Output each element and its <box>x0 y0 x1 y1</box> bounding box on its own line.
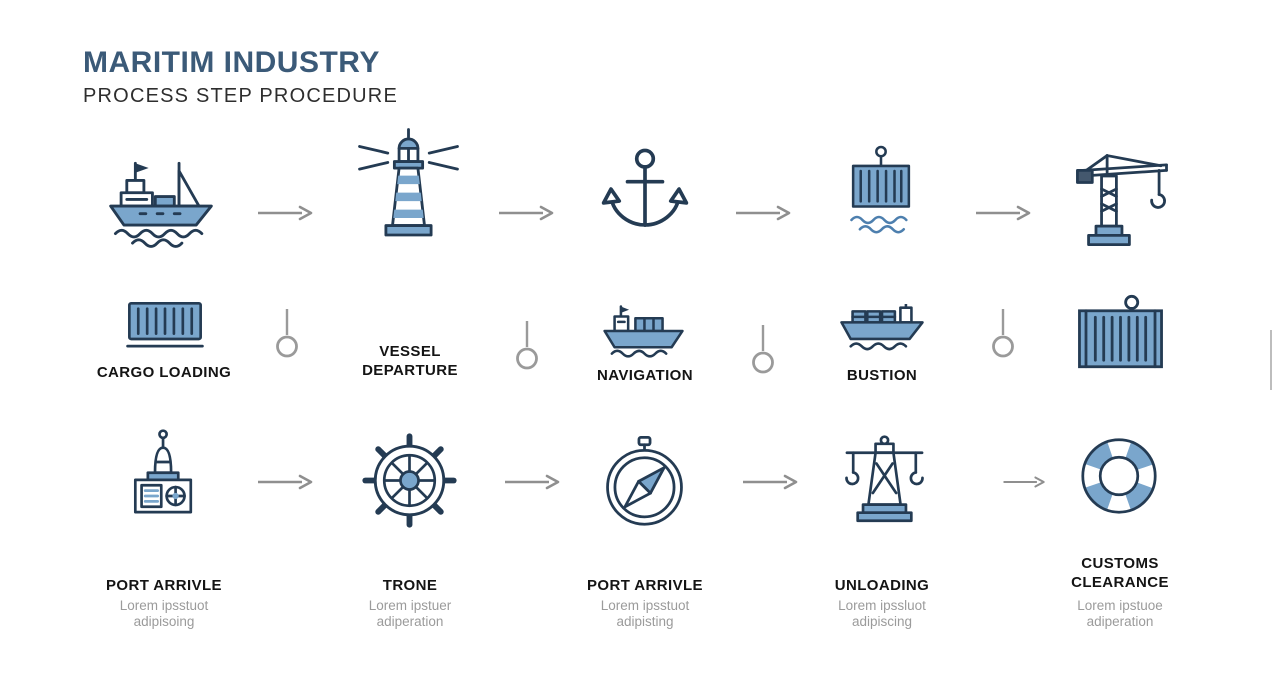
cargo-ship-icon <box>104 150 218 249</box>
step-label-trone: TRONE <box>382 577 438 594</box>
desc-line: adipiscing <box>851 614 913 630</box>
header: MARITIM INDUSTRY PROCESS STEP PROCEDURE <box>83 46 398 108</box>
desc-line: Lorem ipssluot <box>838 598 926 613</box>
connector-pin-icon <box>515 320 539 372</box>
ship-wheel-icon <box>359 430 460 531</box>
crane-container-icon <box>1072 294 1169 384</box>
flow-arrow-icon <box>741 473 799 491</box>
compass-icon <box>602 430 687 530</box>
desc-line: adiperation <box>376 614 444 630</box>
flow-arrow-icon <box>497 204 555 222</box>
anchor-icon <box>599 144 691 247</box>
cargo-hoist-icon <box>838 434 931 532</box>
step-label-bustion: BUSTION <box>846 367 918 384</box>
step-description: Lorem ipstuer adiperation <box>330 598 490 630</box>
step-description: Lorem ipssluot adipiscing <box>802 598 962 630</box>
step-label-cargo-loading: CARGO LOADING <box>96 364 232 381</box>
connector-pin-icon <box>991 308 1015 360</box>
desc-line: adipisting <box>616 614 674 630</box>
step-label-unloading: UNLOADING <box>834 577 930 594</box>
cropped-connector-artifact <box>1270 330 1272 390</box>
connector-pin-icon <box>751 324 775 376</box>
flow-arrow-icon <box>256 473 314 491</box>
step-description: Lorem ipsstuot adipisting <box>565 598 725 630</box>
desc-line: adiperation <box>1086 614 1154 630</box>
port-buoy-icon <box>121 428 206 528</box>
page-subtitle: PROCESS STEP PROCEDURE <box>83 85 398 107</box>
step-description: Lorem ipstuoe adiperation <box>1040 598 1200 630</box>
step-label-port-arrivle-1: PORT ARRIVLE <box>106 577 222 594</box>
connector-pin-icon <box>275 308 299 360</box>
lighthouse-icon <box>352 122 465 246</box>
shipping-container-icon <box>124 298 206 353</box>
hanging-container-icon <box>843 144 919 239</box>
flow-arrow-icon <box>734 204 792 222</box>
flow-arrow-icon <box>1002 473 1046 491</box>
desc-line: Lorem ipsstuot <box>119 598 209 613</box>
step-description: Lorem ipsstuot adipisoing <box>84 598 244 630</box>
step-label-vessel-departure: VESSEL DEPARTURE <box>362 343 458 380</box>
desc-line: Lorem ipstuer <box>368 598 452 613</box>
desc-line: Lorem ipsstuot <box>600 598 690 613</box>
harbor-crane-icon <box>1070 150 1186 250</box>
lifebuoy-icon <box>1075 432 1163 520</box>
desc-line: adipisoing <box>133 614 195 630</box>
page-title: MARITIM INDUSTRY <box>83 46 380 79</box>
step-label-navigation: NAVIGATION <box>597 367 693 384</box>
flow-arrow-icon <box>256 204 314 222</box>
desc-line: Lorem ipstuoe <box>1077 598 1163 613</box>
step-label-port-arrivle-2: PORT ARRIVLE <box>587 577 703 594</box>
cargo-vessel-icon <box>601 302 687 358</box>
step-label-customs-clearance: CUSTOMS CLEARANCE <box>1071 555 1169 592</box>
flow-arrow-icon <box>974 204 1032 222</box>
container-ship-icon <box>836 304 928 355</box>
flow-arrow-icon <box>503 473 561 491</box>
